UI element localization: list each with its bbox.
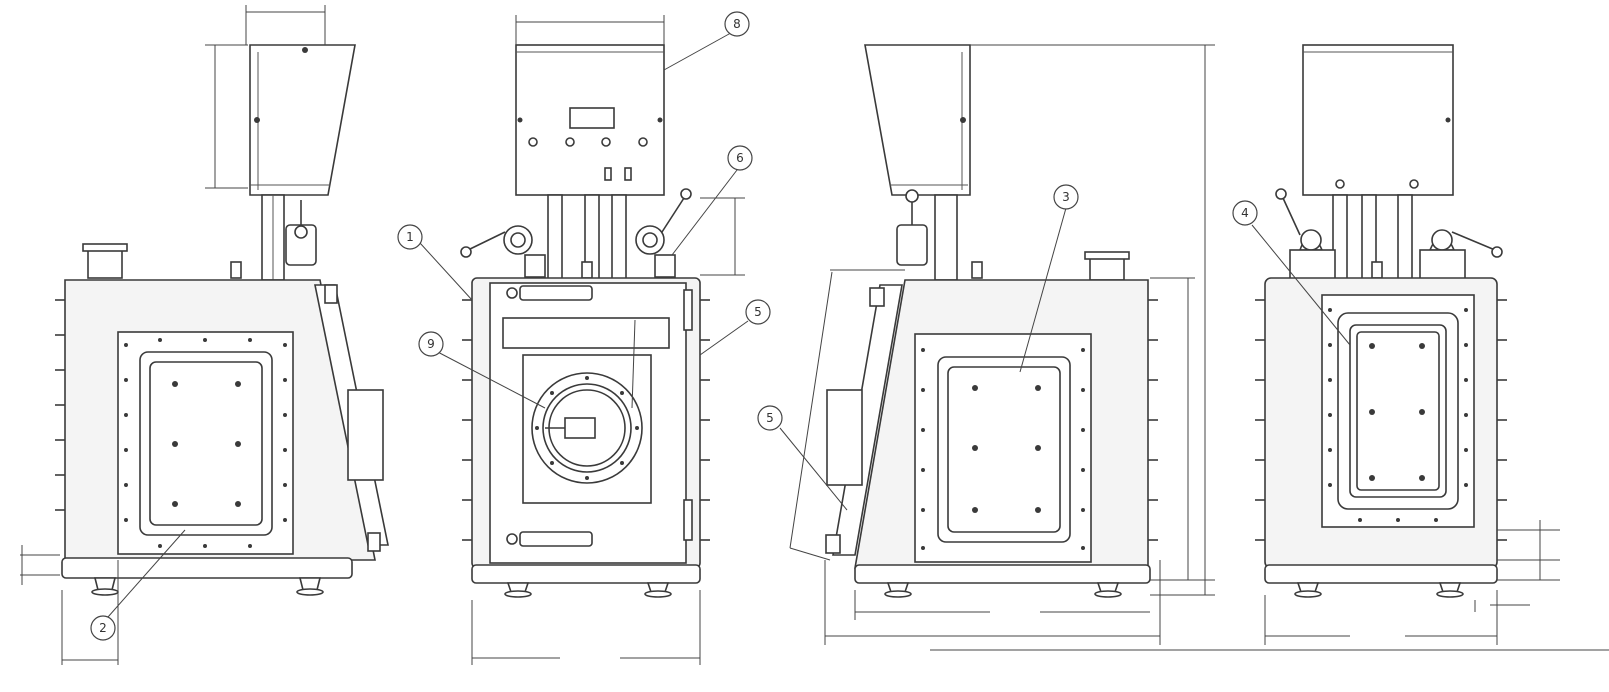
callout-5b-label: 5 [766, 411, 774, 425]
view-left-side [20, 5, 389, 665]
callout-3-label: 3 [1062, 190, 1070, 204]
callout-8: 8 [724, 11, 750, 37]
hopper-v1 [249, 44, 356, 196]
callout-9: 9 [418, 331, 444, 357]
callout-8-label: 8 [733, 17, 741, 31]
callout-1-label: 1 [406, 230, 414, 244]
view-rear [1255, 44, 1560, 645]
callout-5b: 5 [757, 405, 783, 431]
callout-1: 1 [397, 224, 423, 250]
label-plate-v2 [502, 317, 670, 349]
control-box-v4 [1302, 44, 1454, 196]
view-front [460, 15, 745, 665]
hopper-v3 [864, 44, 971, 196]
callout-6-label: 6 [736, 151, 744, 165]
callout-4: 4 [1232, 200, 1258, 226]
callout-2-label: 2 [99, 621, 107, 635]
view-right-side [789, 44, 1609, 651]
leader-lines [107, 28, 1351, 618]
callout-5a: 5 [745, 299, 771, 325]
callout-2: 2 [90, 615, 116, 641]
callout-4-label: 4 [1241, 206, 1249, 220]
window-bolts-v1 [172, 381, 241, 507]
callout-6: 6 [727, 145, 753, 171]
callout-3: 3 [1053, 184, 1079, 210]
callout-5a-label: 5 [754, 305, 762, 319]
callout-9-label: 9 [427, 337, 435, 351]
